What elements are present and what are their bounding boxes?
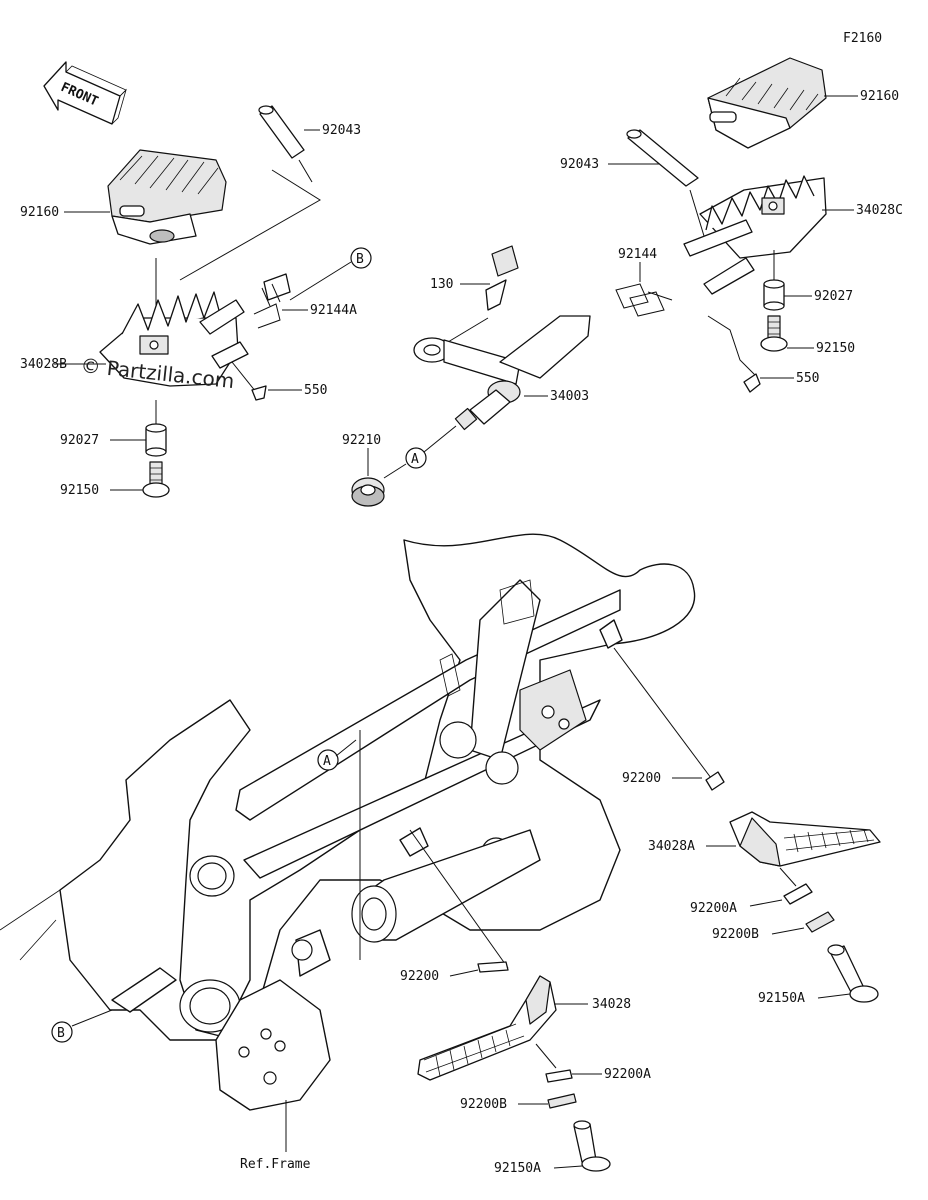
- collar-92027-right: [763, 279, 785, 311]
- label-92150A-right: 92150A: [758, 991, 805, 1006]
- label-92210: 92210: [342, 433, 381, 448]
- label-34028A: 34028A: [648, 839, 695, 854]
- label-92043-left: 92043: [322, 123, 361, 138]
- label-92160-left: 92160: [20, 205, 59, 220]
- callout-b-top: [350, 247, 372, 269]
- bolt-130: [485, 245, 519, 311]
- pin-92150A-bottom: [573, 1120, 611, 1172]
- collar-92027-left: [145, 423, 167, 457]
- callout-b-top-text: B: [356, 252, 364, 267]
- callout-b-frame: [51, 1021, 73, 1043]
- bolt-92150-left: [142, 461, 170, 498]
- label-34028: 34028: [592, 997, 631, 1012]
- label-34028B: 34028B: [20, 357, 67, 372]
- label-92160-right: 92160: [860, 89, 899, 104]
- callout-b-frame-text: B: [57, 1026, 65, 1041]
- label-92144: 92144: [618, 247, 657, 262]
- footpeg-34028B: [99, 291, 249, 387]
- label-92027-right: 92027: [814, 289, 853, 304]
- callout-a-top-text: A: [411, 452, 419, 467]
- footrest-34028: [417, 975, 557, 1081]
- label-550-right: 550: [796, 371, 819, 386]
- label-130: 130: [430, 277, 453, 292]
- callout-a-frame-text: A: [323, 754, 331, 769]
- callout-a-top: [405, 447, 427, 469]
- label-92200B-bottom: 92200B: [460, 1097, 507, 1112]
- label-92150A-bottom: 92150A: [494, 1161, 541, 1176]
- nut-92210: [351, 477, 385, 507]
- label-34028C: 34028C: [856, 203, 903, 218]
- pin-92043-left: [258, 105, 313, 183]
- spring-92144: [615, 283, 673, 317]
- footrest-34028A: [729, 811, 881, 867]
- bracket-34003: [413, 315, 591, 431]
- front-arrow-icon: FRONT: [43, 61, 127, 125]
- label-92200-bottom: 92200: [400, 969, 439, 984]
- label-550-left: 550: [304, 383, 327, 398]
- frame-assembly: [0, 533, 696, 1111]
- label-34003: 34003: [550, 389, 589, 404]
- label-92150-right: 92150: [816, 341, 855, 356]
- spring-92144A: [253, 273, 291, 329]
- label-92200B-right: 92200B: [712, 927, 759, 942]
- callout-a-frame: [317, 749, 339, 771]
- pin-92150A-right: [827, 944, 879, 1003]
- footpeg-rubber-92160-left: [107, 149, 227, 245]
- footpeg-rubber-92160-right: [707, 57, 827, 149]
- figure-code: F2160: [843, 31, 882, 46]
- bolt-92150-right: [760, 315, 788, 352]
- footpeg-34028C: [683, 175, 827, 295]
- label-92144A: 92144A: [310, 303, 357, 318]
- label-92200A-bottom: 92200A: [604, 1067, 651, 1082]
- label-92150-left: 92150: [60, 483, 99, 498]
- label-92027-left: 92027: [60, 433, 99, 448]
- ref-frame-label: Ref.Frame: [240, 1157, 311, 1172]
- label-92200-right: 92200: [622, 771, 661, 786]
- pin-92043-right: [626, 129, 699, 187]
- label-92043-right: 92043: [560, 157, 599, 172]
- label-92200A-right: 92200A: [690, 901, 737, 916]
